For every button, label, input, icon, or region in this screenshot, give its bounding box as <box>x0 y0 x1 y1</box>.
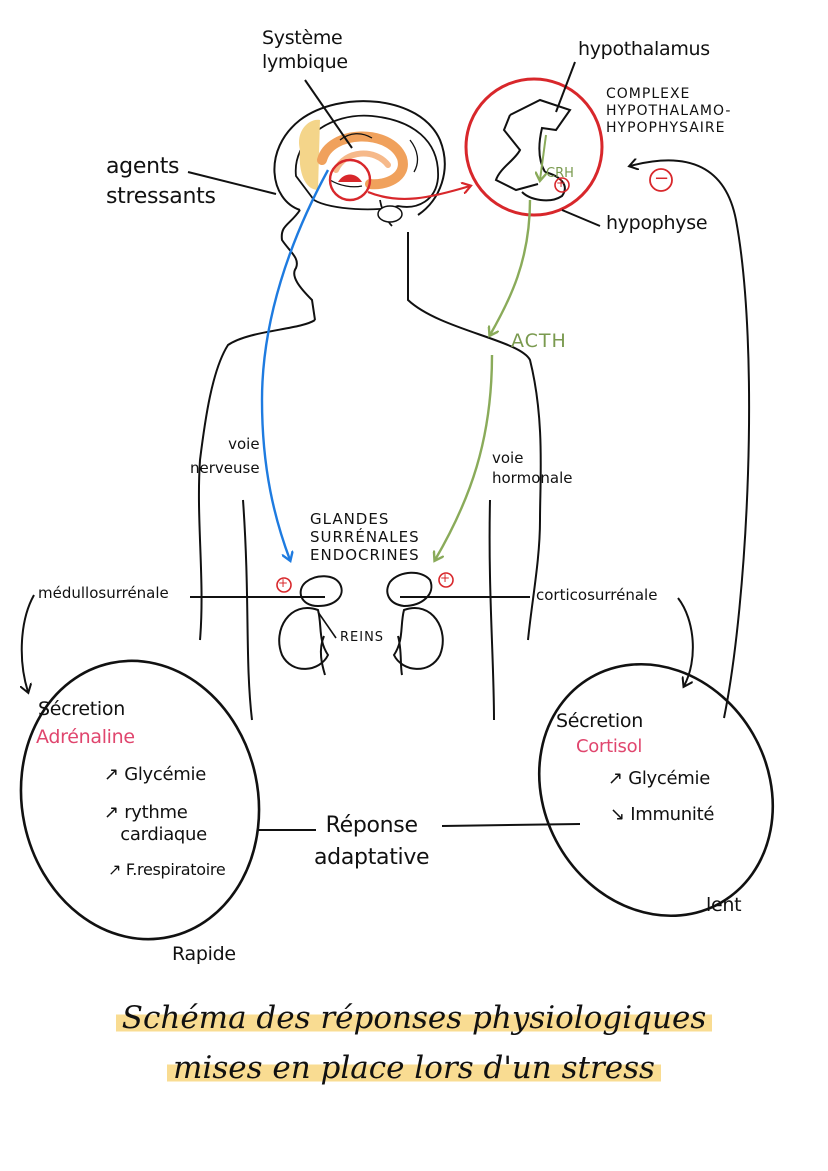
agents-stressants-label: agents stressants <box>106 154 216 209</box>
title-text-2: mises en place lors d'un stress <box>167 1050 661 1086</box>
left-item-3: ↗ F.respiratoire <box>108 860 226 879</box>
plus-sign-left: + <box>278 576 289 590</box>
glandes-label: GLANDES SURRÉNALES ENDOCRINES <box>310 510 420 564</box>
right-oval <box>537 662 775 918</box>
right-item-2: ↘ Immunité <box>610 804 715 825</box>
reins-pointer <box>317 611 337 639</box>
acth-arrow-top <box>490 199 532 335</box>
zoom-circle <box>464 77 604 217</box>
acth-arrow-bottom <box>435 354 494 560</box>
crh-label: CRH <box>546 166 574 181</box>
left-item-1: ↗ Glycémie <box>104 764 206 785</box>
right-secretion-title: Sécretion <box>556 710 643 732</box>
rapide-label: Rapide <box>172 943 236 965</box>
left-oval <box>19 659 261 941</box>
plus-marker-left <box>276 577 292 593</box>
plus-marker-crh <box>554 177 570 193</box>
right-item-1: ↗ Glycémie <box>608 768 710 789</box>
body-silhouette <box>197 100 542 721</box>
agents-pointer <box>187 171 277 195</box>
response-line-right <box>441 823 581 827</box>
red-arrow <box>367 186 470 201</box>
lent-label: lent <box>706 894 742 916</box>
hypothalamus-label: hypothalamus <box>578 38 710 60</box>
minus-marker <box>649 168 673 192</box>
limbic-pointer <box>304 79 353 149</box>
reponse-adaptative-label: Réponse adaptative <box>314 813 430 870</box>
arrow-to-left-oval <box>22 594 35 692</box>
plus-marker-right <box>438 572 454 588</box>
left-secretion-title: Sécretion <box>38 698 125 720</box>
plus-sign-crh: + <box>556 176 567 190</box>
nervous-arrow <box>260 169 330 560</box>
minus-sign: − <box>654 168 670 189</box>
left-item-2: ↗ rythme cardiaque <box>104 802 207 845</box>
cortisol-label: Cortisol <box>576 736 643 757</box>
arrow-to-right-oval <box>677 597 694 686</box>
medullosurrenale-label: médullosurrénale <box>38 584 169 602</box>
adrenaline-label: Adrénaline <box>36 726 135 748</box>
title-text-1: Schéma des réponses physiologiques <box>115 1000 713 1036</box>
limbic-system-label: Système lymbique <box>262 27 348 73</box>
hypothalamus-pointer <box>555 61 576 113</box>
feedback-arrow <box>630 160 751 719</box>
crh-arrow <box>540 134 546 180</box>
right-kidney <box>386 571 444 676</box>
title-line-1: Schéma des réponses physiologiques <box>0 1000 828 1036</box>
plus-sign-right: + <box>440 571 451 585</box>
hypophyse-pointer <box>561 209 601 227</box>
hypophyse-label: hypophyse <box>606 212 708 234</box>
brain <box>294 114 439 227</box>
reins-label: REINS <box>340 630 385 645</box>
voie-nerveuse-label: voie nerveuse <box>190 435 260 477</box>
title-line-2: mises en place lors d'un stress <box>0 1050 828 1086</box>
acth-label: ACTH <box>511 330 567 352</box>
complexe-label: COMPLEXE HYPOTHALAMO- HYPOPHYSAIRE <box>606 86 732 136</box>
corticosurrenale-label: corticosurrénale <box>536 586 658 604</box>
voie-hormonale-label: voie hormonale <box>492 449 573 487</box>
